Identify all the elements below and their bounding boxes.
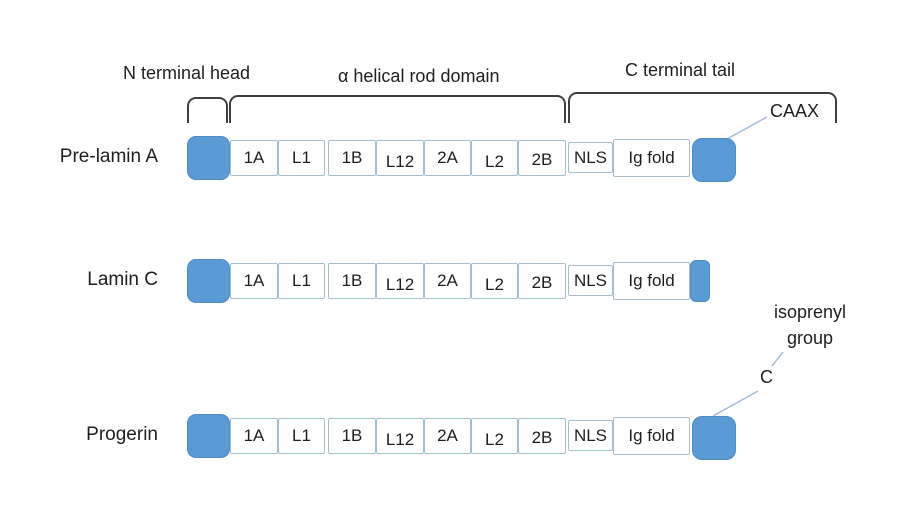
domain-box-label: 1B <box>341 148 363 167</box>
domain-box-l1: L1 <box>278 418 325 454</box>
domain-box-l2: L2 <box>471 418 518 454</box>
n-terminal-head-box <box>187 414 230 458</box>
domain-box-ig-fold: Ig fold <box>613 417 690 455</box>
domain-box-label: 2A <box>437 148 458 167</box>
domain-box-2b: 2B <box>518 263 566 299</box>
domain-box-label: Ig fold <box>628 148 675 167</box>
domain-box-label: NLS <box>573 147 608 167</box>
label-caax: CAAX <box>770 101 820 121</box>
domain-box-nls: NLS <box>568 265 613 296</box>
bracket-c-terminal-tail <box>568 92 837 123</box>
domain-box-1b: 1B <box>328 418 376 454</box>
label-isoprenyl-group: isoprenyl group <box>773 302 847 348</box>
domain-box-label: L1 <box>292 426 311 445</box>
domain-box-label: 1A <box>243 426 265 445</box>
domain-box-label: NLS <box>573 270 608 290</box>
domain-box-label: Ig fold <box>628 426 675 445</box>
domain-box-label: 2B <box>531 273 553 292</box>
domain-box-label: L2 <box>485 275 504 294</box>
c-terminal-tail-box <box>692 138 736 182</box>
row-label-lamin-c: Lamin C <box>87 269 158 290</box>
domain-box-label: Ig fold <box>628 271 675 290</box>
domain-box-l2: L2 <box>471 140 518 176</box>
label-c-terminal-tail: C terminal tail <box>625 60 736 80</box>
bracket-alpha-helical-rod-domain <box>229 95 566 123</box>
domain-box-label: 1B <box>341 426 363 445</box>
domain-box-label: L2 <box>485 430 504 449</box>
domain-box-l12: L12 <box>376 263 424 299</box>
domain-box-2b: 2B <box>518 418 566 454</box>
domain-box-label: 1B <box>341 271 363 290</box>
domain-box-2a: 2A <box>424 263 471 299</box>
row-label-pre-lamin-a: Pre-lamin A <box>59 146 158 167</box>
domain-box-label: L2 <box>485 152 504 171</box>
domain-box-l2: L2 <box>471 263 518 299</box>
domain-box-nls: NLS <box>568 142 613 173</box>
c-terminal-tail-box <box>692 416 736 460</box>
domain-box-label: NLS <box>573 425 608 445</box>
domain-box-1a: 1A <box>230 263 278 299</box>
domain-box-label: L12 <box>385 275 415 294</box>
domain-box-l1: L1 <box>278 140 325 176</box>
label-n-terminal-head: N terminal head <box>123 63 251 83</box>
domain-box-2a: 2A <box>424 140 471 176</box>
domain-box-2b: 2B <box>518 140 566 176</box>
c-pointer-line <box>712 390 759 417</box>
bracket-n-terminal-head <box>187 97 228 123</box>
domain-box-label: L1 <box>292 271 311 290</box>
isoprenyl-pointer-line <box>771 351 784 367</box>
domain-box-label: 2A <box>437 426 458 445</box>
domain-box-ig-fold: Ig fold <box>613 262 690 300</box>
domain-box-l12: L12 <box>376 140 424 176</box>
domain-box-nls: NLS <box>568 420 613 451</box>
domain-box-label: L1 <box>292 148 311 167</box>
row-label-progerin: Progerin <box>86 424 158 445</box>
c-terminal-tail-box <box>690 260 710 302</box>
domain-box-1b: 1B <box>328 140 376 176</box>
domain-box-1b: 1B <box>328 263 376 299</box>
protein-row-pre-lamin-a: Pre-lamin A 1A L1 1B L12 2A L2 2B NLS Ig fold <box>0 136 900 182</box>
domain-box-1a: 1A <box>230 140 278 176</box>
domain-box-label: 1A <box>243 271 265 290</box>
domain-box-l1: L1 <box>278 263 325 299</box>
domain-box-label: 2A <box>437 271 458 290</box>
domain-box-label: L12 <box>385 430 415 449</box>
domain-box-2a: 2A <box>424 418 471 454</box>
domain-box-l12: L12 <box>376 418 424 454</box>
label-alpha-helical-rod-domain: α helical rod domain <box>338 66 500 86</box>
domain-box-ig-fold: Ig fold <box>613 139 690 177</box>
n-terminal-head-box <box>187 259 230 303</box>
domain-box-label: 1A <box>243 148 265 167</box>
domain-box-label: L12 <box>385 152 415 171</box>
domain-box-label: 2B <box>531 428 553 447</box>
label-c-terminus: C <box>760 367 773 387</box>
protein-row-lamin-c: Lamin C 1A L1 1B L12 2A L2 2B NLS Ig fold <box>0 259 900 303</box>
protein-row-progerin: Progerin 1A L1 1B L12 2A L2 2B NLS Ig fold <box>0 414 900 460</box>
n-terminal-head-box <box>187 136 230 180</box>
domain-box-label: 2B <box>531 150 553 169</box>
domain-box-1a: 1A <box>230 418 278 454</box>
